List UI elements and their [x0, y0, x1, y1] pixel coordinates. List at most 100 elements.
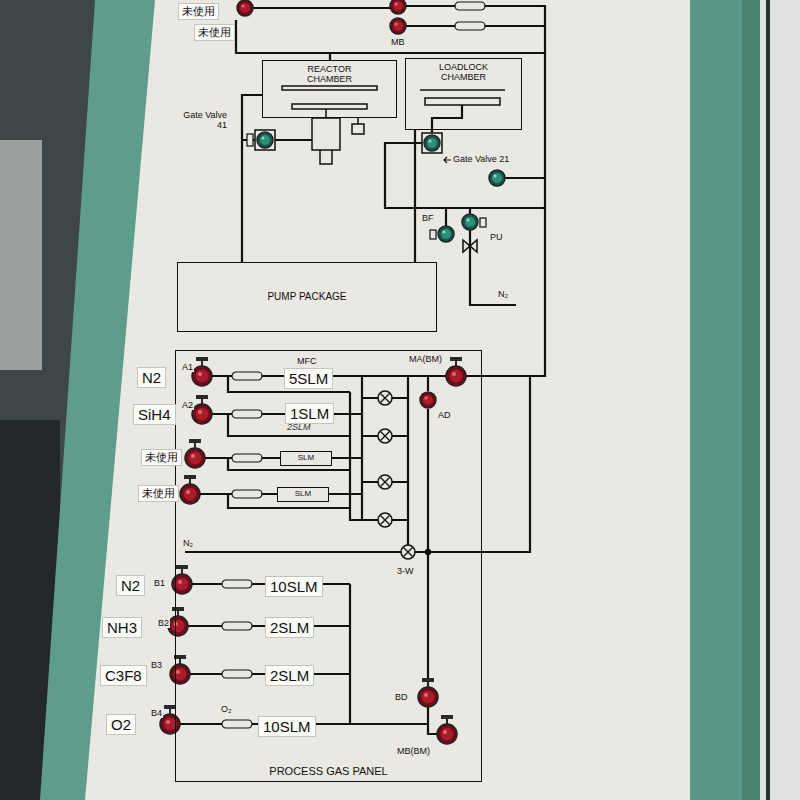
gas-pipe — [414, 130, 416, 262]
box-title: REACTOR CHAMBER — [299, 64, 361, 84]
side-strip — [766, 0, 770, 800]
green-valve — [424, 135, 440, 151]
print-label: 3-W — [396, 566, 415, 576]
three-way-valve — [401, 545, 415, 559]
leader-arrow — [444, 157, 451, 163]
mfc-symbol — [222, 622, 252, 630]
mfc-symbol — [222, 580, 252, 588]
mfc-box: SLM — [280, 451, 332, 466]
manual-valve — [378, 475, 392, 489]
mfc-symbol — [232, 372, 262, 380]
panel-face — [85, 0, 690, 800]
green-valve — [489, 170, 505, 186]
mfc-symbol — [232, 454, 262, 462]
print-label: A1 — [181, 362, 194, 372]
box-title: LOADLOCK CHAMBER — [433, 62, 495, 82]
gas-sticker: 2SLM — [265, 617, 314, 638]
print-label: B1 — [153, 578, 166, 588]
print-label: AD — [437, 410, 452, 420]
valve-handle — [247, 134, 253, 146]
unused-sticker: 未使用 — [141, 449, 182, 466]
print-label: N₂ — [182, 538, 194, 548]
green-valve — [257, 132, 273, 148]
print-label: MB — [390, 37, 406, 47]
gas-sticker: 10SLM — [258, 716, 316, 737]
red-valve — [192, 395, 212, 424]
gas-sticker: N2 — [137, 367, 166, 388]
green-valve — [462, 214, 478, 230]
red-valve — [418, 678, 438, 707]
side-panel — [0, 140, 42, 370]
gas-sticker: N2 — [116, 575, 145, 596]
red-valve — [168, 607, 188, 636]
gas-sticker: C3F8 — [100, 665, 147, 686]
gate-valve-body — [422, 133, 442, 153]
red-valve — [185, 439, 205, 468]
chamber-box: REACTOR CHAMBER — [262, 60, 397, 118]
print-label: B2 — [157, 618, 170, 628]
unused-sticker: 未使用 — [178, 3, 219, 20]
gas-line — [180, 6, 545, 734]
valve-handle — [480, 218, 486, 227]
gas-sticker: 1SLM — [285, 403, 334, 424]
manual-valve — [378, 513, 392, 527]
green-valve — [438, 226, 454, 242]
gate-valve-body — [255, 130, 275, 150]
print-label: O₂ — [220, 704, 233, 714]
side-strip — [760, 0, 800, 800]
print-label: MB(BM) — [396, 746, 431, 756]
red-valve — [390, 18, 406, 34]
red-valve — [446, 357, 466, 386]
unused-sticker: 未使用 — [194, 24, 235, 41]
gas-sticker: 5SLM — [284, 368, 333, 389]
gas-pipe — [242, 95, 262, 262]
machine-frame — [688, 0, 760, 800]
red-valve — [437, 715, 457, 744]
chamber-parts — [282, 86, 505, 252]
gas-sticker: SiH4 — [133, 404, 176, 425]
pump-box: PUMP PACKAGE — [177, 262, 437, 332]
box-title: SLM — [298, 454, 314, 463]
box-title: PUMP PACKAGE — [267, 291, 346, 302]
gas-sticker: 2SLM — [265, 665, 314, 686]
machine-frame — [742, 0, 760, 800]
mfc-symbol — [222, 720, 252, 728]
box-title: PROCESS GAS PANEL — [269, 765, 387, 777]
print-label: A2 — [181, 400, 194, 410]
mfc-symbol — [222, 670, 252, 678]
handwritten-note: 2SLM — [287, 422, 311, 432]
mfc-symbol — [232, 490, 262, 498]
print-label: BF — [421, 213, 435, 223]
print-label: N₂ — [497, 289, 509, 299]
print-label: MA(BM) — [408, 354, 443, 364]
red-valve — [192, 357, 212, 386]
gas-sticker: O2 — [106, 714, 136, 735]
red-valve — [237, 0, 253, 16]
unused-sticker: 未使用 — [138, 485, 179, 502]
valve-handle — [430, 230, 436, 239]
print-label: B3 — [150, 660, 163, 670]
manual-valve — [378, 391, 392, 405]
red-valve — [390, 0, 406, 14]
print-label: Gate Valve 21 — [452, 154, 510, 164]
gas-sticker: 10SLM — [265, 576, 323, 597]
red-valve — [170, 655, 190, 684]
print-label: B4 — [150, 708, 163, 718]
mfc-symbol — [455, 22, 485, 30]
box-title: SLM — [295, 490, 311, 499]
junction-dot — [425, 549, 431, 555]
mfc-box: SLM — [277, 487, 329, 502]
print-label: MFC — [296, 356, 318, 366]
red-valve — [420, 392, 436, 408]
chamber-box: LOADLOCK CHAMBER — [405, 58, 522, 130]
gas-sticker: NH3 — [102, 617, 142, 638]
print-label: PU — [489, 232, 504, 242]
print-label: Gate Valve 41 — [176, 110, 228, 131]
mfc-symbol — [232, 410, 262, 418]
red-valve — [180, 475, 200, 504]
manual-valve — [378, 429, 392, 443]
mfc-symbol — [455, 2, 485, 10]
print-label: BD — [394, 692, 409, 702]
